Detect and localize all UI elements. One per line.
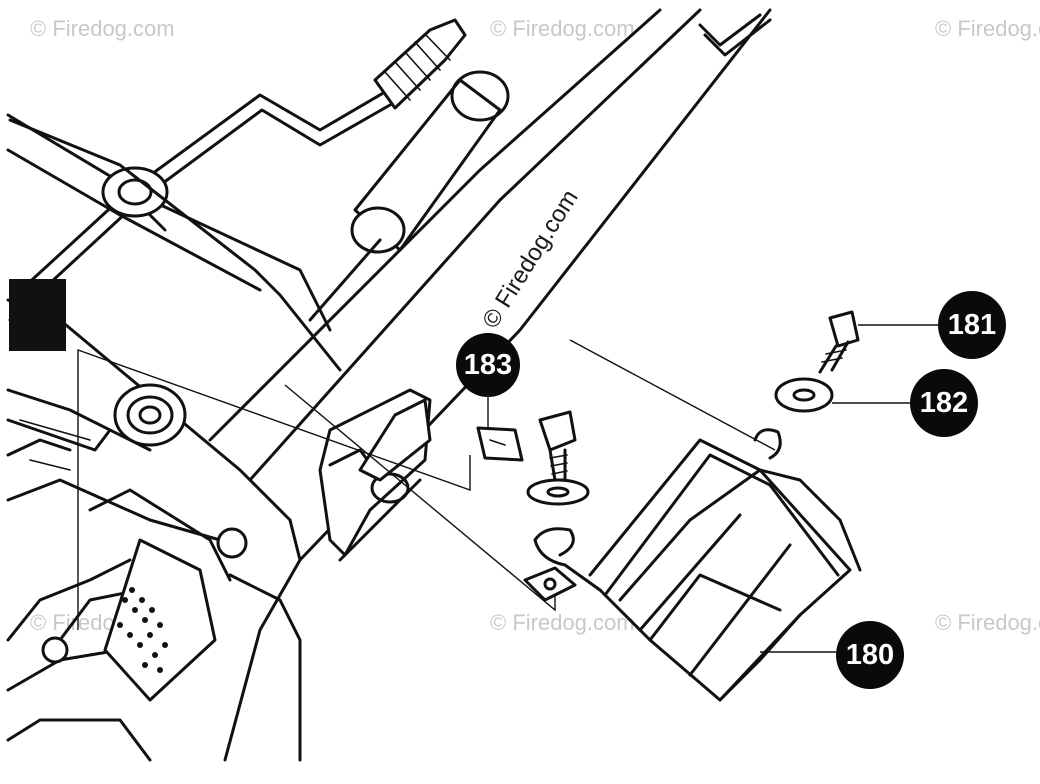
callout-181-circle — [938, 291, 1006, 359]
watermark-text: © Firedog.com — [935, 610, 1040, 635]
callout-183-label: 183 — [464, 349, 512, 381]
handle-assembly — [8, 8, 772, 562]
bolt-head — [41, 636, 69, 664]
knob — [358, 398, 432, 482]
bolt-181-part — [828, 310, 860, 348]
washer-182-part — [774, 377, 834, 413]
watermark-text: © Firedog.com — [490, 16, 635, 41]
callout-182-label: 182 — [920, 387, 968, 419]
watermark-text: © Firedog.com — [30, 16, 175, 41]
callout-180-circle — [836, 621, 904, 689]
washer-part — [526, 478, 590, 506]
wheel-hub — [113, 383, 187, 447]
bolt-head — [216, 527, 248, 559]
callout-group: 183 181 182 180 — [456, 291, 1006, 689]
callout-182-circle — [910, 369, 978, 437]
bolt-part — [538, 410, 577, 452]
discharge-vent — [103, 538, 217, 702]
hardware — [476, 310, 860, 602]
pivot-collar — [101, 166, 169, 218]
watermark-text: © Firedog.com — [935, 16, 1040, 41]
watermark-text: © Firedog.com — [490, 610, 635, 635]
square-nut-part — [523, 566, 577, 602]
callout-180-label: 180 — [846, 639, 894, 671]
frame-bracket — [533, 428, 862, 702]
callout-183-circle — [456, 333, 520, 397]
mower-deck — [6, 113, 332, 762]
callout-181-label: 181 — [948, 309, 996, 341]
